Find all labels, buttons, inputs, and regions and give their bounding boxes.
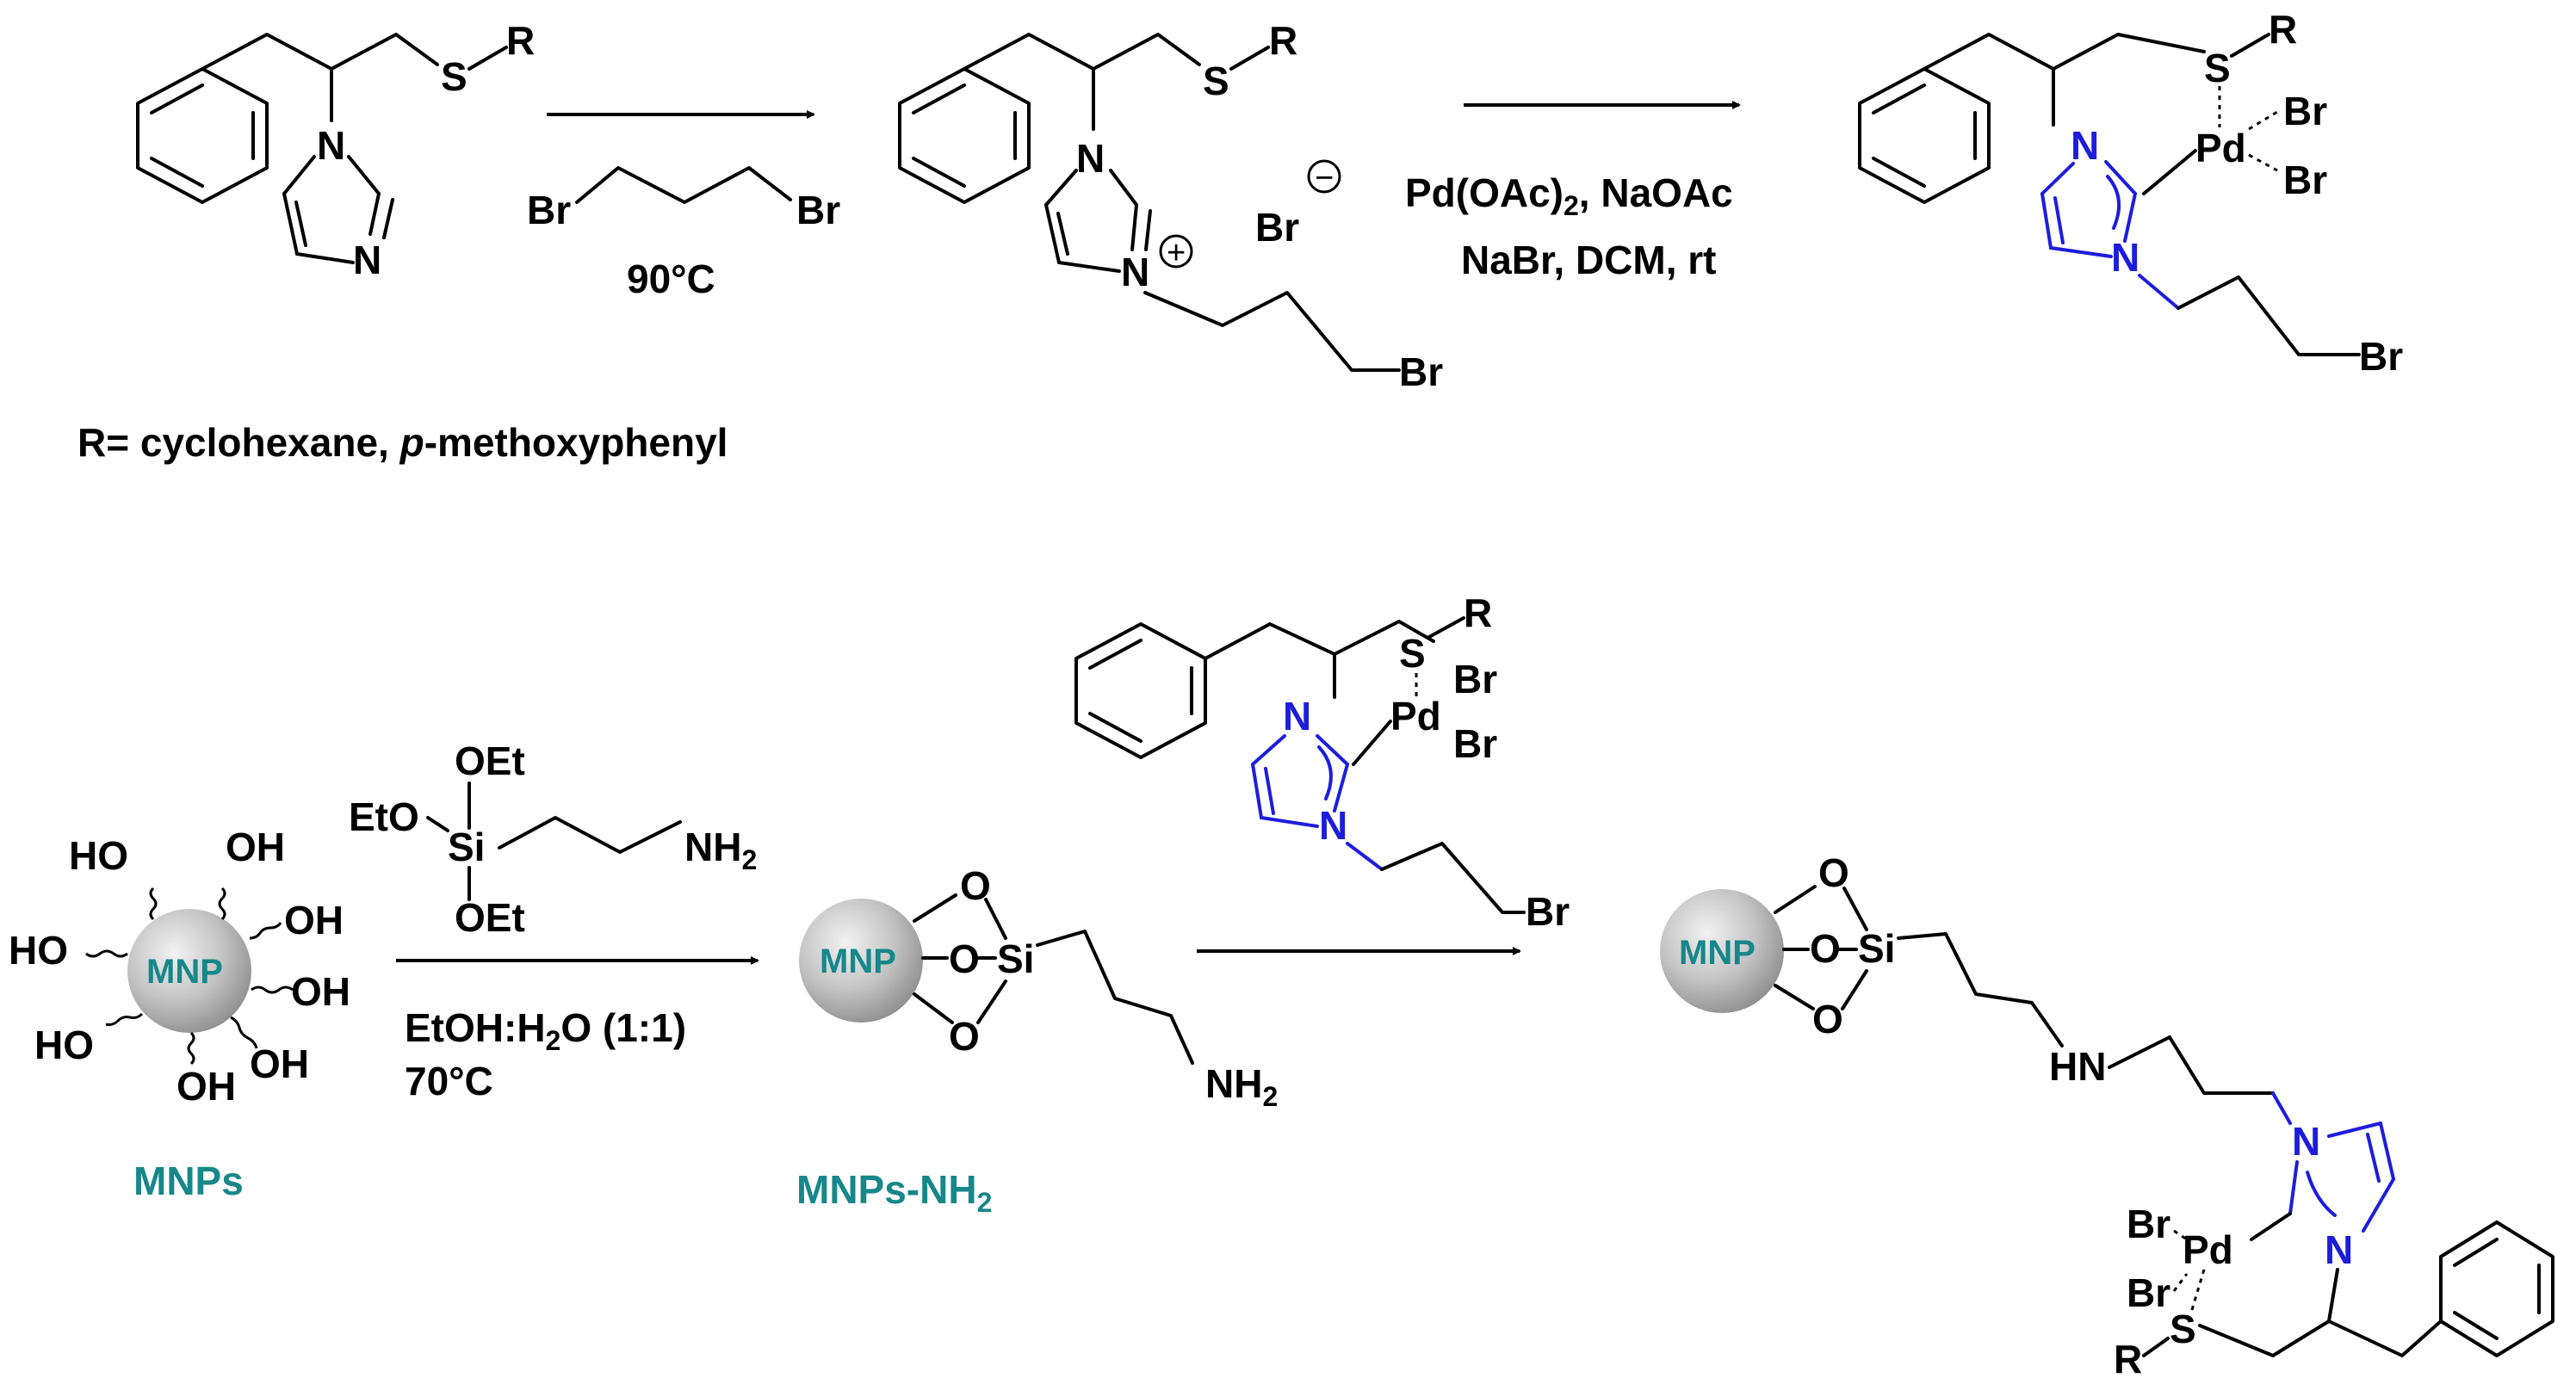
imidazole-n3-label: N: [353, 238, 381, 282]
surface-amine-label: NH2: [1205, 1061, 1278, 1112]
cation-charge-sign: +: [1167, 235, 1186, 271]
palladium-label: Pd: [2183, 1227, 2233, 1272]
siloxane-si-label: Si: [1858, 926, 1895, 971]
secondary-amine-label: HN: [2049, 1044, 2106, 1089]
imidazolium-n1-label: N: [1076, 136, 1105, 181]
siloxane-o-middle: O: [1810, 926, 1841, 971]
r-group-label: R: [506, 18, 535, 63]
svg-text:HO: HO: [69, 833, 128, 878]
compound-imidazolium-salt: S R N N + Br − Br: [898, 18, 1443, 394]
svg-text:OH: OH: [226, 825, 285, 869]
nhc-n1-label: N: [2071, 123, 2099, 168]
sulfur-label: S: [2204, 46, 2231, 90]
svg-text:OH: OH: [176, 1064, 236, 1109]
aptes-oet-top: OEt: [455, 738, 525, 783]
nhc-ring: [2250, 1122, 2395, 1241]
siloxane-si-label: Si: [997, 936, 1034, 981]
nhc-n3-label: N: [2111, 235, 2139, 280]
aptes-eto-left: EtO: [349, 794, 419, 839]
mnps-nh2-caption: MNPs-NH2: [796, 1167, 992, 1218]
pd-complex-reagent: S R Pd Br Br N N Br: [1074, 590, 1570, 934]
pd-bromide-2: Br: [2127, 1270, 2170, 1315]
palladium-label: Pd: [1390, 694, 1441, 738]
mnps-caption: MNPs: [133, 1159, 244, 1203]
r-group-definition: R= cyclohexane, p-methoxyphenyl: [77, 420, 728, 465]
sulfur-label: S: [441, 54, 468, 99]
dibromopropane-reagent: Br Br: [527, 166, 840, 232]
imidazole-n1-label: N: [317, 123, 345, 168]
phenyl-ring: [136, 67, 269, 204]
mnp-supported-pd-catalyst: MNP O O O Si HN N N Pd Br Br S: [1660, 850, 2554, 1378]
svg-text:OH: OH: [284, 898, 344, 942]
pd-bromide-1: Br: [2283, 89, 2327, 133]
aptes-amine-label: NH2: [684, 825, 757, 875]
mnp-sphere: [799, 899, 923, 1023]
aptes-si-label: Si: [448, 825, 485, 869]
pd-bromide-2: Br: [1453, 721, 1497, 766]
step2-reagents-line1: Pd(OAc)2, NaOAc: [1405, 170, 1733, 221]
sulfur-label: S: [2170, 1307, 2196, 1351]
pd-bromide-2: Br: [2283, 158, 2327, 202]
r-group-label: R: [1269, 18, 1297, 63]
mnp-hydroxylated: MNP HO OH OH HO OH HO OH OH MNPs: [9, 825, 350, 1203]
mnp-label: MNP: [1679, 934, 1756, 972]
mnp-label: MNP: [146, 953, 223, 991]
compound-imidazole-thioether: S R N N: [136, 18, 535, 282]
alkyl-bromide-label: Br: [2359, 334, 2403, 379]
alkyl-bromide-label: Br: [1526, 889, 1570, 934]
compound-pd-nhc-complex: S R Pd Br Br N N Br: [1858, 7, 2403, 379]
imidazolium-n3-label: N: [1121, 250, 1149, 294]
alkyl-bromide-label: Br: [1399, 349, 1443, 394]
nhc-ring: [2040, 149, 2197, 258]
svg-text:OH: OH: [250, 1041, 309, 1086]
mnp-amine-functionalized: MNP O O O Si NH2 MNPs-NH2: [796, 863, 1278, 1218]
phenyl-ring: [898, 67, 1031, 204]
imidazolium-ring: [1044, 169, 1152, 273]
nhc-n3-label: N: [2325, 1227, 2353, 1272]
step3-conditions-line1: EtOH:H2O (1:1): [405, 1005, 686, 1056]
mnp-label: MNP: [820, 942, 896, 980]
siloxane-o-bottom: O: [949, 1014, 980, 1059]
aptes-oet-bottom: OEt: [455, 895, 525, 940]
hydroxyl-groups: HO OH OH HO OH HO OH OH: [9, 825, 350, 1109]
r-group-label: R: [2269, 7, 2297, 52]
svg-text:HO: HO: [9, 928, 68, 973]
imidazole-ring: [282, 155, 394, 264]
siloxane-o-middle: O: [949, 936, 980, 981]
r-group-label: R: [1464, 590, 1492, 635]
reagent-br-left: Br: [527, 188, 571, 232]
svg-text:HO: HO: [34, 1023, 94, 1067]
anion-charge-sign: −: [1315, 160, 1334, 196]
bromide-counterion: Br: [1255, 205, 1299, 250]
anion-charge-badge: −: [1307, 159, 1341, 196]
r-group-label: R: [2114, 1337, 2142, 1378]
cation-charge-badge: +: [1159, 234, 1193, 271]
step3-conditions-line2: 70°C: [405, 1059, 493, 1103]
step2-reagents-line2: NaBr, DCM, rt: [1461, 238, 1716, 282]
palladium-label: Pd: [2195, 126, 2246, 170]
mnp-sphere: [1660, 889, 1784, 1013]
nhc-n1-label: N: [2292, 1119, 2320, 1164]
phenyl-ring: [1074, 622, 1207, 759]
mnp-sphere: [127, 909, 251, 1033]
nhc-ring: [1251, 720, 1392, 828]
siloxane-o-bottom: O: [1812, 997, 1843, 1041]
pd-bromide-1: Br: [2127, 1202, 2170, 1246]
nhc-n1-label: N: [1283, 694, 1311, 738]
nhc-n3-label: N: [1319, 803, 1347, 848]
phenyl-ring: [2439, 1220, 2554, 1357]
sulfur-label: S: [1399, 631, 1426, 676]
phenyl-ring: [1858, 67, 1991, 204]
aptes-reagent: OEt EtO Si OEt NH2: [349, 738, 757, 940]
svg-text:OH: OH: [291, 969, 350, 1014]
step1-temperature: 90°C: [627, 256, 715, 301]
pd-bromide-1: Br: [1453, 657, 1497, 701]
sulfur-label: S: [1203, 59, 1229, 103]
reagent-br-right: Br: [796, 188, 840, 232]
